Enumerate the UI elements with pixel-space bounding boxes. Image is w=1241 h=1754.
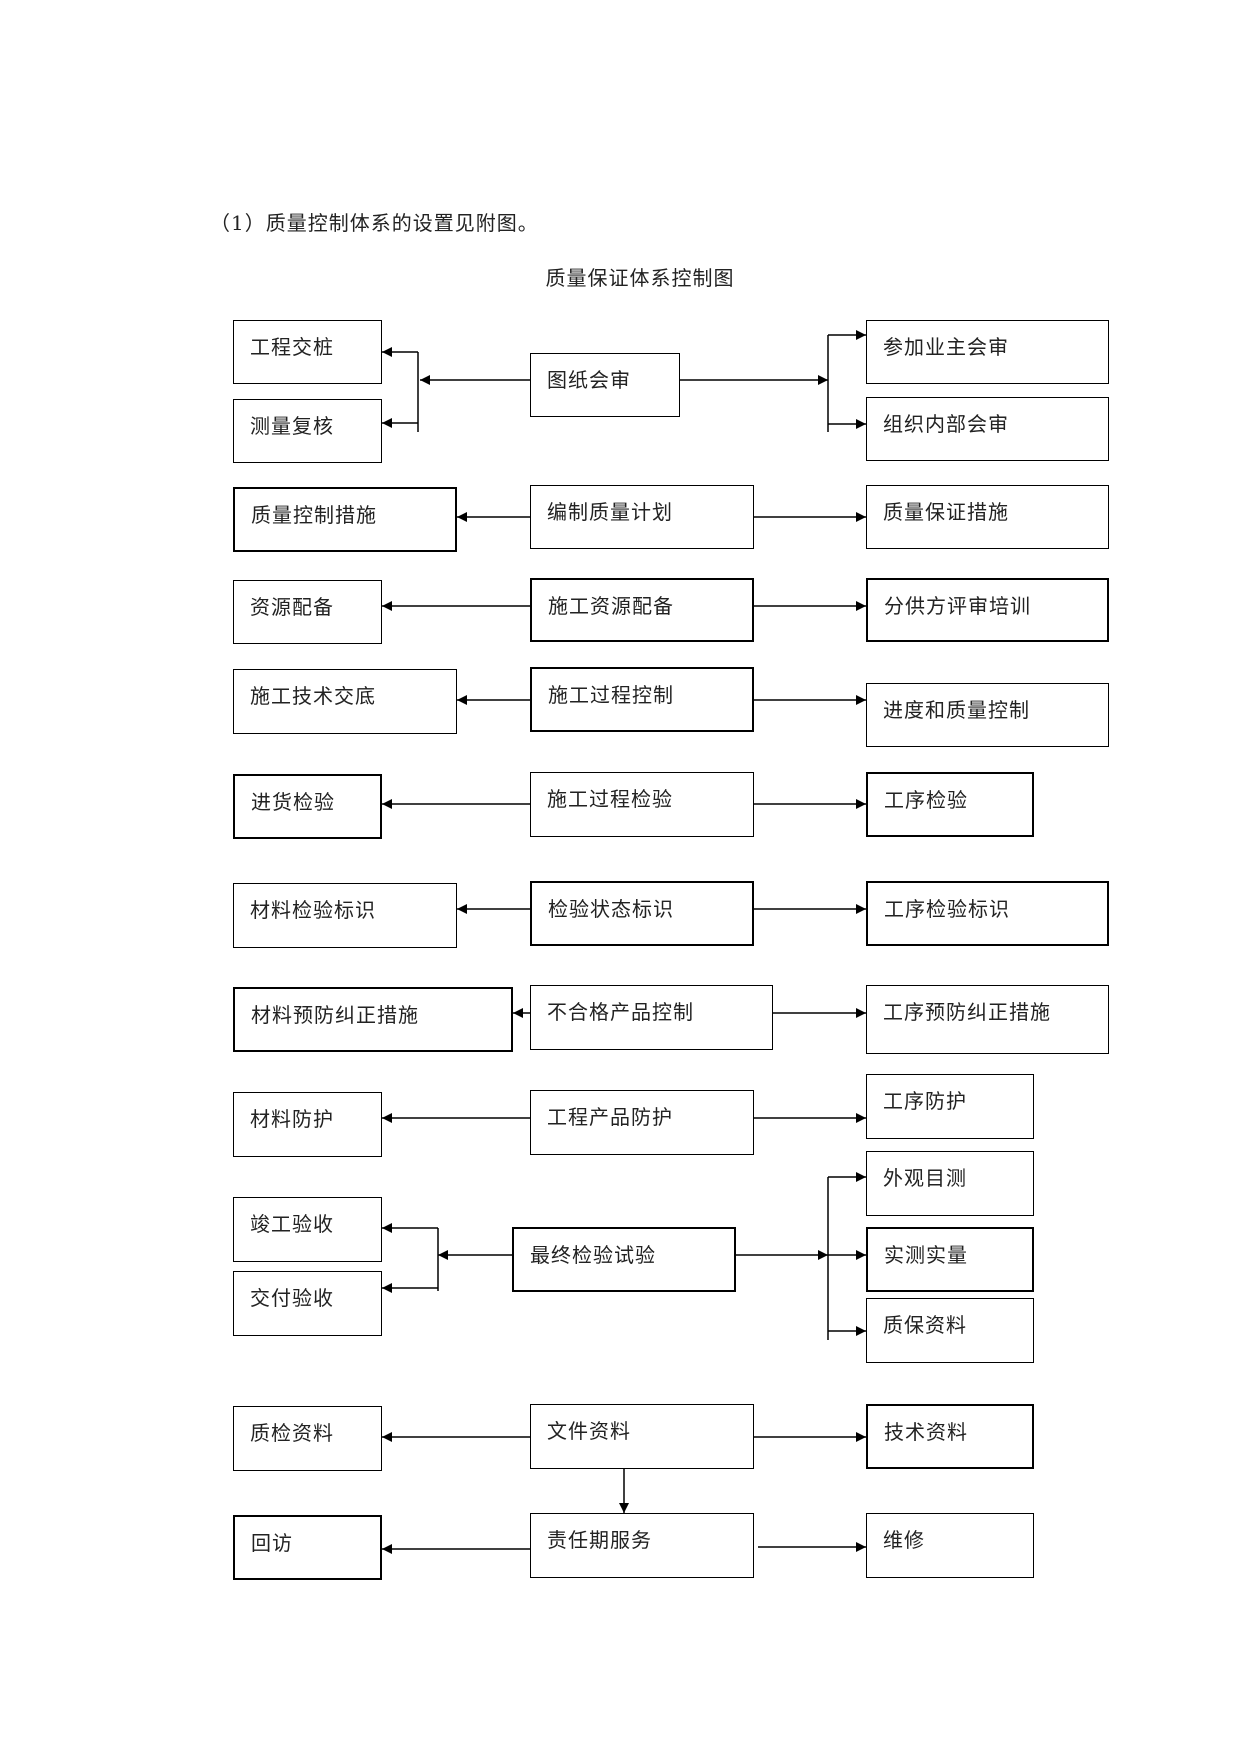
box-left: 材料防护 — [233, 1092, 382, 1157]
box-right: 质量保证措施 — [866, 485, 1109, 549]
box-right: 工序检验标识 — [866, 881, 1109, 946]
box-right: 实测实量 — [866, 1227, 1034, 1292]
box-left: 回访 — [233, 1515, 382, 1580]
box-right: 工序防护 — [866, 1074, 1034, 1139]
box-left: 交付验收 — [233, 1271, 382, 1336]
box-center: 图纸会审 — [530, 353, 680, 417]
box-center: 检验状态标识 — [530, 881, 754, 946]
box-left: 资源配备 — [233, 580, 382, 644]
box-right: 进度和质量控制 — [866, 683, 1109, 747]
box-right: 参加业主会审 — [866, 320, 1109, 384]
diagram-title: 质量保证体系控制图 — [545, 266, 735, 290]
box-center: 最终检验试验 — [512, 1227, 736, 1292]
box-left: 材料检验标识 — [233, 883, 457, 948]
box-right: 组织内部会审 — [866, 397, 1109, 461]
box-right: 工序检验 — [866, 772, 1034, 837]
box-center: 工程产品防护 — [530, 1090, 754, 1155]
box-right: 技术资料 — [866, 1404, 1034, 1469]
box-center: 不合格产品控制 — [530, 985, 773, 1050]
box-left: 材料预防纠正措施 — [233, 987, 513, 1052]
box-right: 工序预防纠正措施 — [866, 985, 1109, 1054]
box-right: 分供方评审培训 — [866, 578, 1109, 642]
box-left: 施工技术交底 — [233, 669, 457, 734]
box-center: 施工资源配备 — [530, 578, 754, 642]
box-center: 责任期服务 — [530, 1513, 754, 1578]
box-left: 工程交桩 — [233, 320, 382, 384]
box-left: 质检资料 — [233, 1406, 382, 1471]
box-right: 质保资料 — [866, 1298, 1034, 1363]
box-left: 测量复核 — [233, 399, 382, 463]
box-center: 编制质量计划 — [530, 485, 754, 549]
box-right: 外观目测 — [866, 1151, 1034, 1216]
box-left: 质量控制措施 — [233, 487, 457, 552]
box-right: 维修 — [866, 1513, 1034, 1578]
box-center: 文件资料 — [530, 1404, 754, 1469]
box-left: 竣工验收 — [233, 1197, 382, 1262]
intro-text: （1）质量控制体系的设置见附图。 — [210, 211, 539, 235]
box-center: 施工过程检验 — [530, 772, 754, 837]
box-center: 施工过程控制 — [530, 667, 754, 732]
box-left: 进货检验 — [233, 774, 382, 839]
